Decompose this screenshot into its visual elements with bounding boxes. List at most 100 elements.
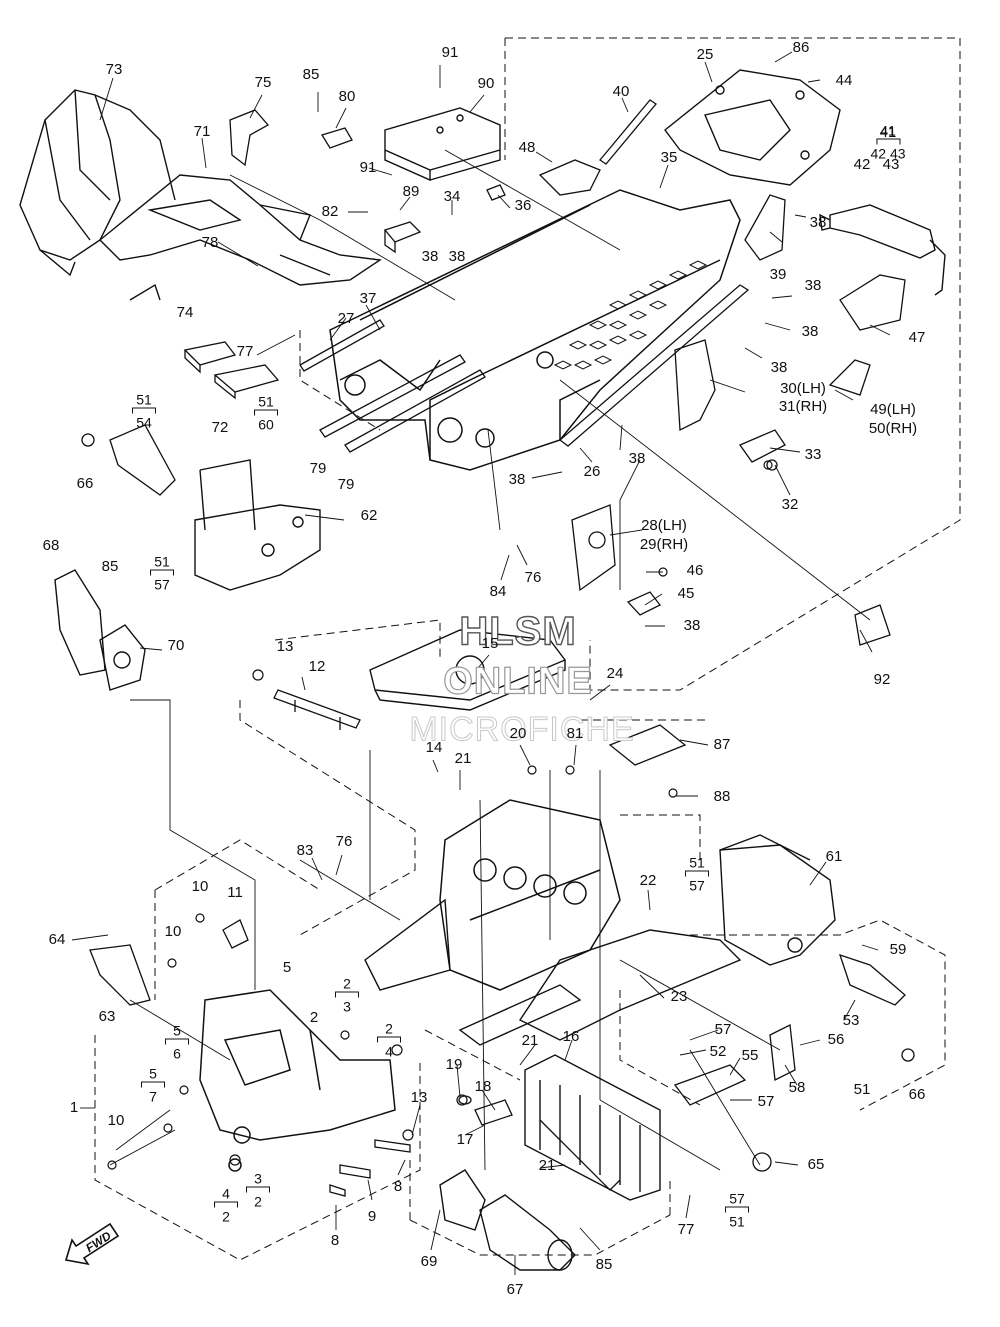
callout-73: 73: [105, 61, 123, 78]
callout-81: 81: [566, 725, 584, 742]
bracket-28-29: [571, 504, 616, 592]
callout-38i: 38: [683, 617, 701, 634]
clip-36: [486, 184, 506, 201]
bracket-top-label: 51: [154, 553, 170, 570]
callout-18: 18: [474, 1078, 492, 1095]
bracket-line: [254, 409, 278, 416]
callout-74: 74: [176, 304, 194, 321]
callout-75: 75: [254, 74, 272, 91]
front-frame-1: [199, 989, 396, 1172]
callout-71: 71: [193, 123, 211, 140]
callout-61: 61: [825, 848, 843, 865]
plate-25: [664, 69, 841, 186]
bracket-top-label: 5: [149, 1065, 157, 1082]
callout-51a: 51: [853, 1081, 871, 1098]
callout-4950: 49(LH): [870, 401, 916, 418]
cover-68: [54, 569, 106, 676]
shaft-12: [273, 689, 361, 730]
callout-55: 55: [741, 1047, 759, 1064]
callout-36: 36: [514, 197, 532, 214]
callout-24: 24: [606, 665, 624, 682]
brace-40: [599, 99, 657, 165]
callout-32: 32: [781, 496, 799, 513]
steering-post-61: [719, 834, 836, 966]
bracket-bottom-label: 2: [222, 1208, 230, 1225]
callout-47: 47: [908, 329, 926, 346]
callout-38c: 38: [809, 214, 827, 231]
bracket-87: [608, 724, 687, 766]
callout-1: 1: [69, 1099, 79, 1116]
callout-86: 86: [792, 39, 810, 56]
callout-38g: 38: [508, 471, 526, 488]
bracket-line: [725, 1206, 749, 1213]
front-hood-73: [19, 89, 176, 301]
rail-79: [319, 354, 486, 453]
fasteners: [107, 460, 773, 1170]
callout-68: 68: [42, 537, 60, 554]
callout-53: 53: [842, 1012, 860, 1029]
rail-26: [558, 284, 750, 447]
callout-46: 46: [686, 562, 704, 579]
callout-78: 78: [201, 234, 219, 251]
callout-26: 26: [583, 463, 601, 480]
callout-85c: 85: [595, 1256, 613, 1273]
bracket-bottom-label: 54: [136, 414, 152, 431]
callout-77a: 77: [236, 343, 254, 360]
leader-lines: [71, 51, 891, 1275]
bracket-56-58: [769, 1024, 796, 1081]
bracket-top-label: 3: [254, 1170, 262, 1187]
callout-64: 64: [48, 931, 66, 948]
callout-79b: 79: [337, 476, 355, 493]
callout-82: 82: [321, 203, 339, 220]
callout-76a: 76: [524, 569, 542, 586]
rail-27: [299, 319, 385, 372]
bracket-90: [384, 107, 501, 182]
callout-83: 83: [296, 842, 314, 859]
callout-62: 62: [360, 507, 378, 524]
bracket-line: [132, 407, 156, 414]
hub-65: [752, 1152, 772, 1172]
callout-67: 67: [506, 1281, 524, 1298]
center-frame: [439, 799, 621, 991]
cover-69: [439, 1169, 486, 1231]
callout-85b: 85: [101, 558, 119, 575]
frame-side-right: [458, 929, 742, 1046]
callout-9: 9: [367, 1208, 377, 1225]
watermark-line-2: ONLINE: [443, 660, 593, 703]
bracket-11: [222, 919, 249, 949]
bracket-top-label: 57: [729, 1190, 745, 1207]
bracket-33: [739, 429, 786, 471]
bracket-39: [744, 194, 786, 261]
callout-70: 70: [167, 637, 185, 654]
bracket-63: [89, 944, 151, 1006]
callout-90: 90: [477, 75, 495, 92]
cover-70: [99, 624, 146, 691]
callout-92: 92: [873, 671, 891, 688]
callout-42: 42: [853, 156, 871, 173]
mount-53: [838, 953, 915, 1062]
callout-91b: 91: [359, 159, 377, 176]
pad-74: [183, 341, 237, 374]
bracket-89: [383, 221, 422, 254]
callout-40: 40: [612, 83, 630, 100]
callout-77b: 77: [677, 1221, 695, 1238]
bracket-top-label: 2: [343, 975, 351, 992]
callout-21b: 21: [521, 1032, 539, 1049]
callout-39: 39: [769, 266, 787, 283]
callout-41: 41: [879, 124, 897, 141]
callout-65: 65: [807, 1156, 825, 1173]
upper-frame-15: [369, 629, 567, 711]
bracket-line: [875, 138, 900, 145]
callout-38d: 38: [804, 277, 822, 294]
plate-48: [538, 159, 601, 196]
bolt-8: [329, 1139, 411, 1197]
callout-57b: 57: [757, 1093, 775, 1110]
